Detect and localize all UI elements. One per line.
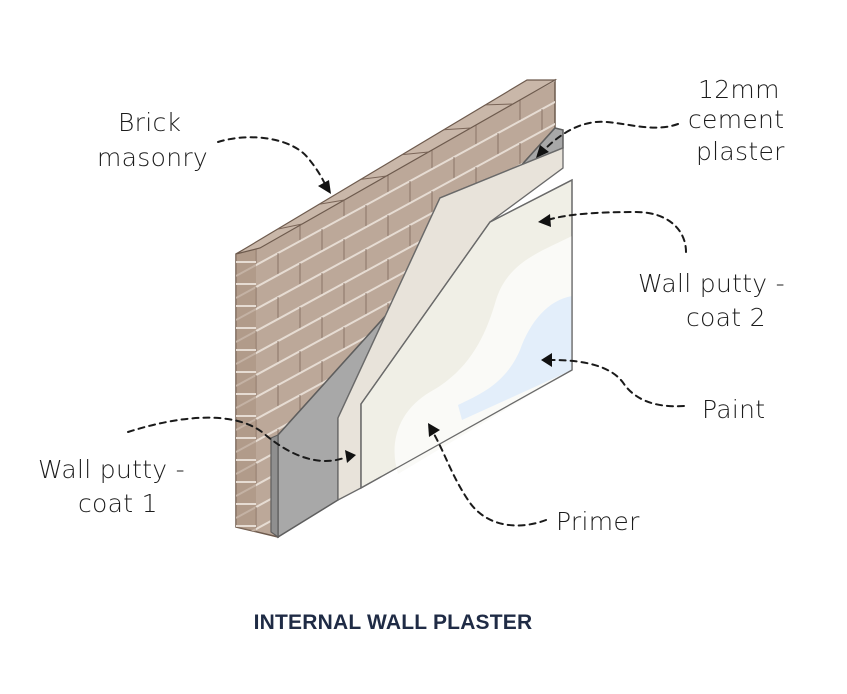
label-brick-masonry: Brick masonry <box>97 108 208 172</box>
brick-top-joint <box>485 103 513 106</box>
brick-top-joint <box>360 175 387 180</box>
label-primer: Primer <box>556 507 640 536</box>
cement-plaster-edge <box>270 434 279 539</box>
leader-wall-putty-coat-2 <box>547 210 687 253</box>
brick-top-joint <box>277 223 303 230</box>
dashed-arrow-icon <box>428 423 440 437</box>
leader-paint <box>551 359 685 408</box>
dashed-arrow-icon <box>538 214 551 227</box>
dashed-arrow-icon <box>318 180 331 194</box>
wall-putty-coat-2-layer <box>394 236 572 474</box>
label-wall-putty-coat-2: Wall putty - coat 2 <box>638 269 793 332</box>
brick-top-joint <box>402 151 429 156</box>
brick-top-edge <box>235 79 558 255</box>
brick-top-joint <box>319 199 345 205</box>
leader-primer <box>433 433 547 527</box>
brick-side-shade <box>236 240 256 537</box>
leader-wall-putty-coat-1 <box>127 416 345 462</box>
leader-brick-masonry <box>217 136 327 187</box>
dashed-arrow-icon <box>541 353 552 367</box>
paint-layer <box>458 296 572 420</box>
leader-cement-plaster <box>543 120 679 151</box>
mortar-joint <box>236 98 555 277</box>
label-paint: Paint <box>702 395 765 424</box>
brick-top-joint <box>443 127 471 131</box>
finish-surface-outline <box>360 178 573 490</box>
brick-top-joints <box>277 103 513 230</box>
label-wall-putty-coat-1: Wall putty - coat 1 <box>38 455 193 518</box>
diagram-title: INTERNAL WALL PLASTER <box>254 611 533 634</box>
mortar-joint <box>236 120 555 299</box>
dashed-arrow-icon <box>345 450 356 463</box>
leader-lines <box>127 120 687 527</box>
dashed-arrow-icon <box>536 145 549 158</box>
label-cement-plaster: 12mm cement plaster <box>688 75 793 166</box>
